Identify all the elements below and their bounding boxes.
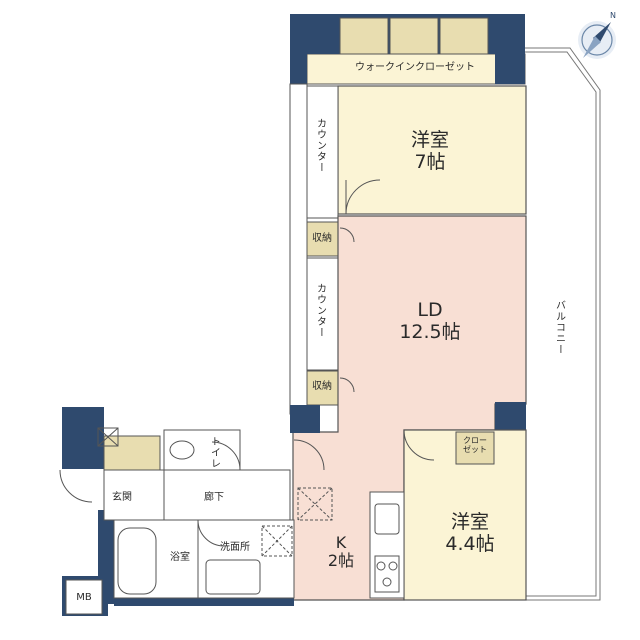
- walk-in-closet-label: ウォークインクローゼット: [355, 62, 475, 73]
- room-western-7-size: 7帖: [414, 150, 446, 173]
- storage-lower-label: 収納: [312, 381, 332, 392]
- room-kitchen-label: K 2帖: [316, 533, 366, 571]
- storage-cell-2: [389, 17, 439, 55]
- wall-pillar-left-1: [289, 83, 308, 415]
- mb-box-icon: [97, 427, 119, 447]
- washer-space: [261, 525, 293, 557]
- room-western-44-name: 洋室: [450, 511, 489, 533]
- fridge-space: [297, 487, 333, 521]
- storage-lower: [306, 370, 339, 406]
- storage-upper: [306, 221, 339, 257]
- room-western-7-label: 洋室 7帖: [380, 129, 480, 174]
- wall-top-right: [495, 14, 525, 84]
- room-western-7: [337, 85, 527, 215]
- room-hallway: [163, 469, 291, 521]
- room-western-44-label: 洋室 4.4帖: [420, 511, 520, 556]
- stove-icon: [374, 555, 400, 593]
- counter-lower: [306, 257, 339, 371]
- storage-upper-label: 収納: [312, 233, 332, 244]
- svg-text:N: N: [610, 11, 616, 20]
- counter-lower-label: カウンター: [314, 283, 326, 338]
- room-western-44-size: 4.4帖: [445, 532, 495, 555]
- room-toilet-label: トイレ: [208, 436, 220, 469]
- counter-upper-label: カウンター: [314, 118, 326, 173]
- counter-upper: [306, 85, 339, 219]
- room-entrance-label: 玄関: [112, 492, 132, 503]
- room-entrance: [103, 469, 165, 521]
- closet: [455, 431, 495, 465]
- mb-label: MB: [76, 592, 92, 603]
- room-ld-size: 12.5帖: [399, 320, 461, 343]
- room-ld-name: LD: [417, 299, 443, 321]
- room-bath-label: 浴室: [170, 552, 190, 563]
- toilet-icon: [169, 440, 195, 460]
- room-kitchen-name: K: [335, 533, 347, 552]
- room-washroom-label: 洗面所: [220, 542, 250, 553]
- mb-closet: [65, 579, 103, 615]
- wall-pillar-left-2: [290, 405, 320, 433]
- balcony-area: [525, 47, 601, 601]
- sink-icon: [374, 503, 400, 535]
- room-western-7-name: 洋室: [410, 129, 449, 151]
- storage-cell-3: [439, 17, 489, 55]
- closet-label: クロー ゼット: [463, 436, 487, 455]
- room-hallway-label: 廊下: [204, 492, 224, 503]
- room-ld-label: LD 12.5帖: [380, 299, 480, 344]
- room-kitchen-size: 2帖: [327, 551, 355, 571]
- bathtub-icon: [117, 527, 157, 595]
- compass-icon: N: [578, 11, 616, 59]
- washbasin-icon: [205, 559, 261, 595]
- wall-top-left: [290, 14, 307, 84]
- door-swings: [59, 179, 435, 547]
- balcony-label: バルコニー: [553, 300, 565, 355]
- storage-cell-1: [339, 17, 389, 55]
